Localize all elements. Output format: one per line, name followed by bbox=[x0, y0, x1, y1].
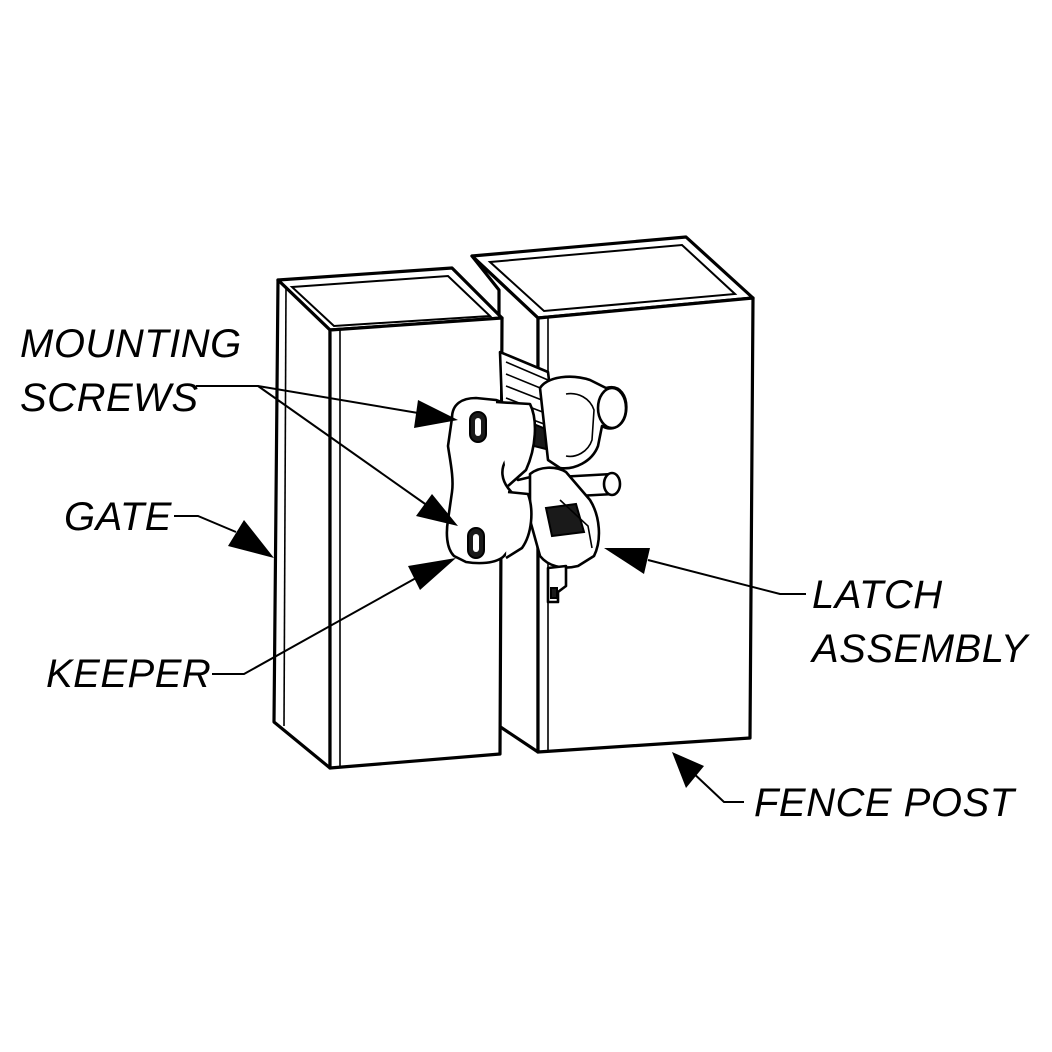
label-gate: GATE bbox=[64, 495, 173, 539]
leader-fence-post bbox=[672, 752, 744, 803]
keeper bbox=[445, 396, 537, 565]
label-fence-post: FENCE POST bbox=[754, 781, 1017, 825]
label-keeper: KEEPER bbox=[46, 652, 211, 696]
leader-gate bbox=[174, 515, 274, 558]
label-mounting: MOUNTING bbox=[20, 322, 242, 366]
label-screws: SCREWS bbox=[20, 376, 199, 420]
label-latch: LATCH bbox=[812, 573, 943, 617]
leader-mounting-screws bbox=[196, 385, 458, 526]
label-assembly: ASSEMBLY bbox=[810, 627, 1031, 671]
leader-latch-assembly bbox=[604, 548, 806, 595]
leader-keeper bbox=[212, 558, 456, 675]
